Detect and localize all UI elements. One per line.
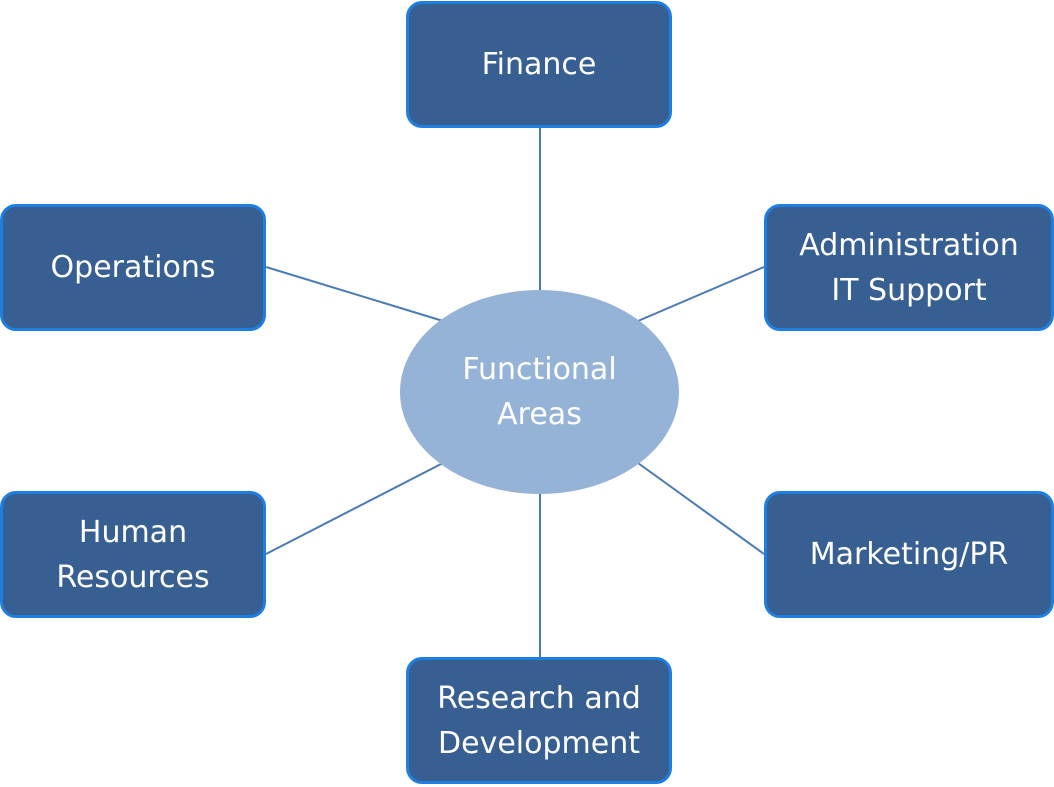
node-human-resources-label-line2: Resources: [56, 559, 210, 595]
node-research-label-line2: Development: [438, 725, 640, 761]
node-operations-label: Operations: [50, 250, 216, 285]
node-finance-label: Finance: [481, 47, 597, 82]
node-marketing-label: Marketing/PR: [809, 537, 1009, 572]
connector-operations: [265, 266, 444, 322]
node-research-label-line1: Research and: [437, 680, 641, 716]
connector-human-resources: [265, 462, 444, 555]
center-node-label-line1: Functional: [462, 352, 617, 387]
center-node-label-line2: Areas: [497, 397, 582, 432]
node-human-resources: Human Resources: [0, 491, 266, 618]
node-operations: Operations: [0, 204, 266, 331]
center-node-functional-areas: Functional Areas: [400, 290, 679, 494]
node-administration-it-support: Administration IT Support: [764, 204, 1054, 331]
connector-administration: [637, 266, 765, 322]
node-research-and-development: Research and Development: [406, 657, 672, 784]
node-administration-label-line1: Administration: [799, 227, 1019, 263]
node-finance: Finance: [406, 1, 672, 128]
node-human-resources-label-line1: Human: [78, 514, 188, 550]
connector-marketing: [637, 462, 765, 555]
node-marketing-pr: Marketing/PR: [764, 491, 1054, 618]
node-administration-label-line2: IT Support: [831, 272, 987, 308]
